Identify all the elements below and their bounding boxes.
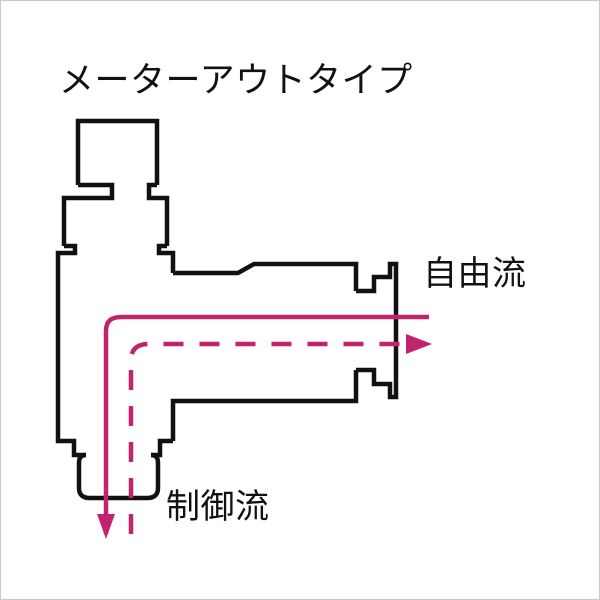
page-title: メーターアウトタイプ bbox=[59, 61, 413, 100]
valve-body-outline bbox=[55, 118, 399, 501]
free-flow-solid-path bbox=[103, 314, 429, 534]
controlled-flow-right-arrow-icon bbox=[406, 334, 432, 354]
right-body-step bbox=[156, 243, 176, 273]
outlet-port-upper-profile bbox=[356, 261, 399, 333]
flow-lines-group bbox=[97, 314, 432, 539]
left-body-step bbox=[55, 243, 78, 293]
controlled-flow-label: 制御流 bbox=[166, 488, 270, 526]
bottom-port-right-step bbox=[151, 438, 173, 458]
right-shoulder-notch bbox=[146, 182, 170, 246]
outlet-port-lower-profile bbox=[356, 333, 399, 400]
left-body-lower-edge bbox=[55, 293, 86, 458]
bottom-port-outline bbox=[76, 452, 161, 501]
controlled-flow-dashed-path bbox=[128, 341, 413, 534]
body-bottom-right-edge bbox=[170, 370, 359, 441]
body-top-edge bbox=[173, 261, 359, 291]
adjuster-knob-outline bbox=[75, 118, 160, 185]
left-shoulder-notch bbox=[61, 182, 115, 246]
free-flow-label: 自由流 bbox=[423, 255, 527, 293]
free-flow-down-arrow-icon bbox=[97, 514, 115, 539]
